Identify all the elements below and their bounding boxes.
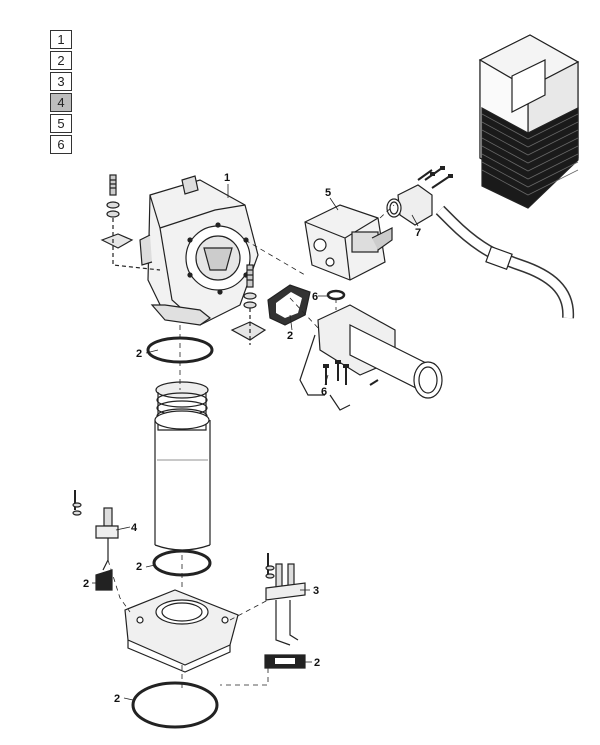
assembly-lines: [107, 204, 395, 690]
oring: [326, 289, 346, 301]
fan-assembly: [139, 175, 259, 326]
tab-4[interactable]: 4: [50, 93, 72, 112]
sensor-4: [72, 490, 119, 591]
callout-gasket-sensor: 2: [83, 578, 89, 590]
fitting-7: [386, 166, 453, 226]
callout-gasket-bottom: 2: [114, 693, 120, 705]
boiler-thumbnail: [478, 34, 580, 209]
callout-sensor: 4: [131, 522, 138, 534]
callout-oring: 6: [312, 291, 318, 303]
callout-fan: 1: [224, 172, 230, 184]
callout-gasket-electrode: 2: [314, 657, 320, 669]
corrugated-tube: [154, 381, 211, 551]
gasket-tube-bottom: [152, 549, 212, 577]
gas-hose: [435, 205, 575, 319]
tab-6[interactable]: 6: [50, 135, 72, 154]
callout-gasket-fan-outlet: 2: [287, 330, 293, 342]
callout-electrode: 3: [313, 585, 319, 597]
tab-3[interactable]: 3: [50, 72, 72, 91]
tab-2[interactable]: 2: [50, 51, 72, 70]
callout-fitting: 7: [415, 227, 421, 239]
screws-6: [323, 360, 349, 385]
venturi-tube: [299, 304, 443, 411]
gas-valve: [304, 204, 393, 281]
callout-screws: 6: [321, 386, 327, 398]
bolt-washers-left: [100, 174, 161, 271]
tab-1[interactable]: 1: [50, 30, 72, 49]
callout-gas-valve: 5: [325, 187, 331, 199]
gasket-bottom: [131, 681, 219, 729]
callout-leaders: [92, 184, 419, 701]
bolt-washers-center: [230, 264, 267, 345]
callout-gasket-fan-bottom: 2: [136, 348, 142, 360]
parts-section-tabs: 1 2 3 4 5 6: [50, 30, 72, 156]
electrode-3: [264, 553, 306, 669]
callout-gasket-tube-bottom: 2: [136, 561, 142, 573]
callout-labels: 1 2 2 6 6 5 7 4 2 2 3 2 2: [83, 172, 421, 705]
tab-5[interactable]: 5: [50, 114, 72, 133]
burner-flange: [124, 589, 239, 673]
